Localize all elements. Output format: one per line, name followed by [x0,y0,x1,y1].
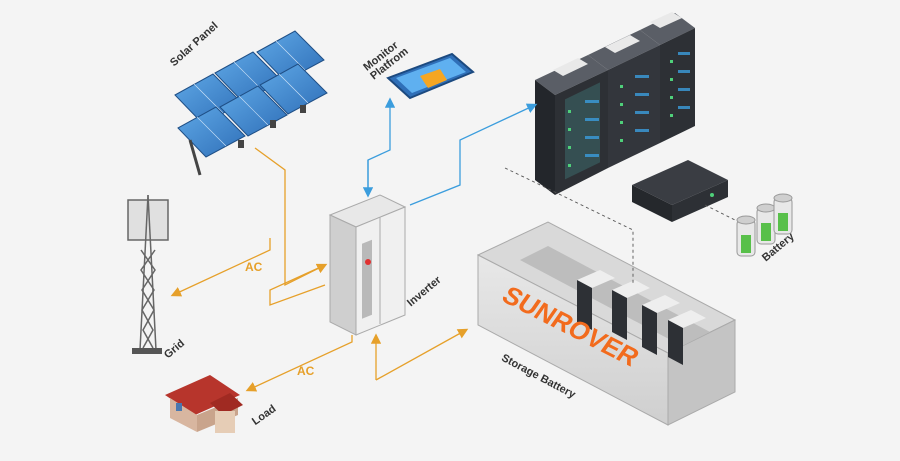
solar-panel-array [174,30,328,176]
panel-support [238,140,244,148]
rack-drive-slots [585,52,690,157]
panel-support [188,139,202,176]
server-rack [535,55,608,195]
panel-support [300,105,306,113]
to-storage-arrow [375,328,469,381]
solar-panel [259,63,328,115]
house [165,375,243,433]
rack-indicator-lights [568,60,673,167]
storage-container [476,221,737,426]
server-racks [535,12,695,195]
solar-panel [177,106,246,158]
inverter-to-rack-line [409,103,538,206]
to-grid-arrow [170,238,271,297]
to-load-arrow [245,335,353,392]
server-rack [640,12,695,143]
ac-grid-label: AC [245,260,263,274]
monitor-platform-phone [386,52,475,100]
status-light [365,259,371,265]
container-battery-rack [577,270,706,365]
battery-cells [736,193,793,257]
battery-cell [736,215,756,257]
power-flow-lines [170,147,469,392]
ac-load-label: AC [297,364,315,378]
solar-to-inverter-line [254,147,328,287]
dashed-links [504,167,736,285]
battery-cell [756,203,776,245]
folder-icon [420,69,447,88]
grid-tower [127,194,169,354]
panel-support [270,120,276,128]
data-flow-lines [362,97,538,206]
network-server-box [632,160,728,222]
inverter-to-monitor-line [367,97,396,195]
solar-panel [256,30,325,82]
inverter-cabinet [328,194,407,336]
inverter-grid-line [269,264,326,306]
battery-cell [773,193,793,235]
